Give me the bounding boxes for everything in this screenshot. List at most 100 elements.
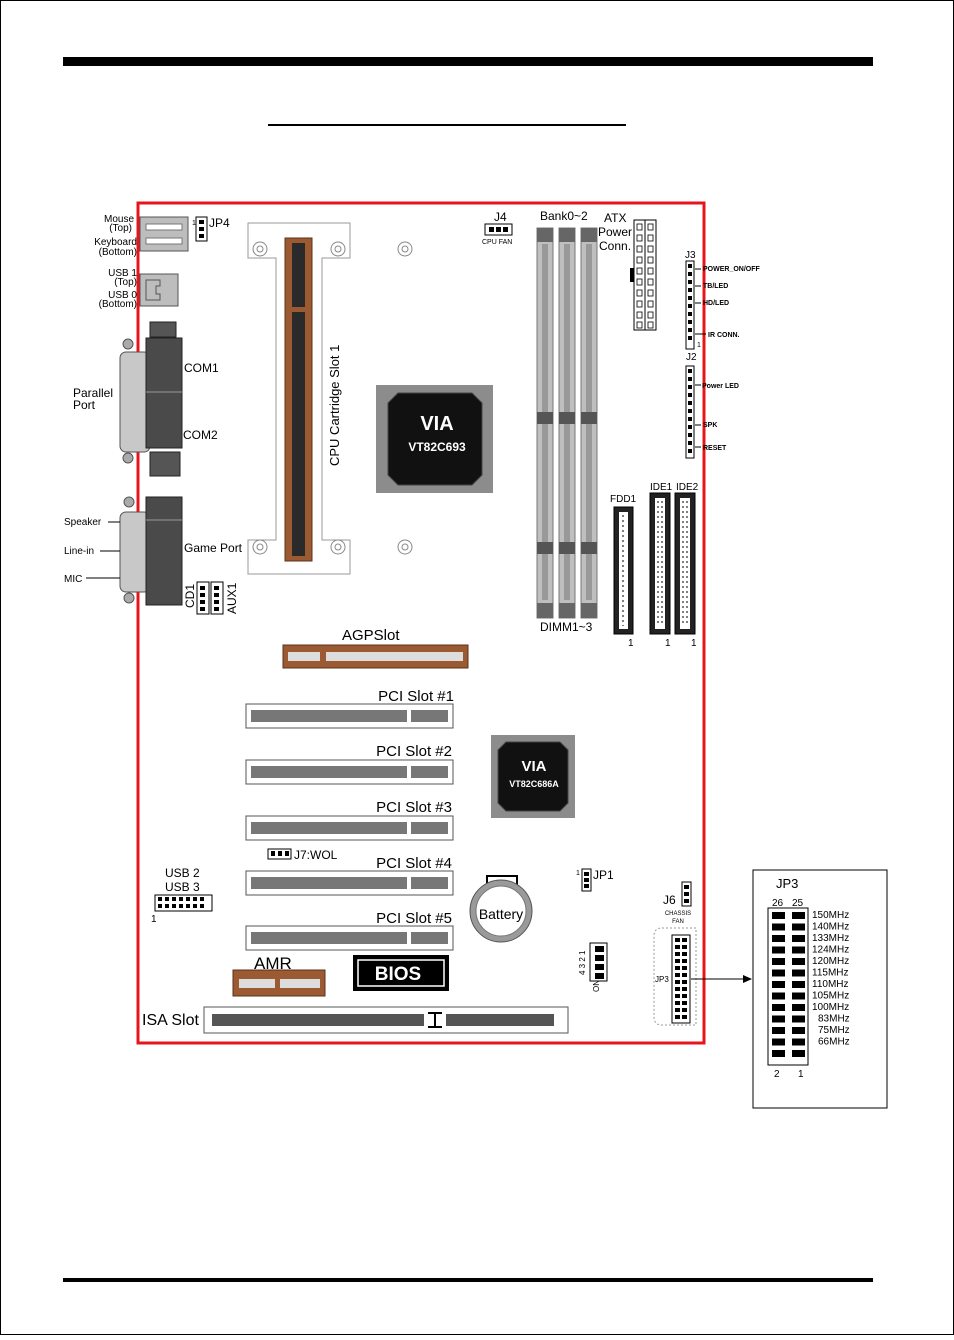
jp3-pin: [772, 1050, 785, 1057]
dip-numbers: 4 3 2 1: [578, 950, 587, 975]
jp3-pin: [792, 1015, 805, 1023]
aux1-label: AUX1: [225, 582, 239, 614]
jp3-pin: [792, 935, 805, 942]
footer-rule: [63, 1278, 873, 1282]
cd1-label: CD1: [183, 584, 197, 608]
usb0-label: USB 0: [108, 290, 137, 301]
jp3-pin: [792, 1038, 805, 1046]
ide1-connector: [649, 492, 671, 635]
north-bridge-chip: [376, 385, 493, 493]
atx-label-2: Power: [598, 225, 632, 239]
cpu-fan-label: CPU FAN: [482, 239, 512, 246]
dimm-slots: [536, 227, 598, 619]
jp3-frequency: 66MHz: [818, 1037, 850, 1048]
ide2-label: IDE2: [676, 482, 699, 493]
ide2-pin1: 1: [691, 638, 697, 649]
j3-tb-led: TB/LED: [703, 283, 728, 290]
jp3-frequency: 110MHz: [812, 979, 849, 990]
ide2-connector: [674, 492, 696, 635]
j3-header: [685, 260, 706, 350]
j3-power-on-off: POWER_ON/OFF: [703, 266, 761, 273]
atx-power-connector: [630, 219, 657, 331]
line-in-label: Line-in: [64, 546, 94, 557]
cd1-aux1-headers: [196, 581, 224, 615]
pci-slot-1: [245, 703, 454, 729]
atx-label-1: ATX: [604, 211, 626, 225]
j4-label: J4: [494, 210, 507, 224]
game-audio-block: [119, 496, 183, 606]
pci-slot-4: [245, 870, 454, 896]
jp3-detail-pins: [772, 912, 805, 1057]
dip-switch: [589, 942, 608, 982]
south-bridge-model: VT82C686A: [509, 779, 559, 789]
bios-label: BIOS: [375, 964, 421, 985]
jp3-frequency: 75MHz: [818, 1025, 850, 1036]
jp3-frequency: 83MHz: [818, 1014, 850, 1025]
usb2-label: USB 2: [165, 866, 200, 880]
jp3-frequency: 105MHz: [812, 991, 849, 1002]
jp3-frequency: 140MHz: [812, 922, 849, 933]
fdd1-pin1: 1: [628, 638, 634, 649]
jp3-frequency: 100MHz: [812, 1002, 849, 1013]
j3-hd-led: HD/LED: [703, 300, 729, 307]
jp3-pin: [792, 1004, 805, 1011]
bios-chip: [353, 955, 449, 991]
parallel-sub-label: Port: [73, 398, 96, 412]
jp3-pin: [772, 1038, 785, 1046]
jp3-pin: [772, 958, 785, 965]
jp3-board-label: JP3: [655, 975, 669, 984]
pci-slot-5: [245, 925, 454, 951]
jp3-board-outline: [653, 927, 697, 1026]
jp3-pin: [772, 946, 785, 954]
isa-slot: [203, 1006, 569, 1034]
agp-label: AGPSlot: [342, 627, 400, 644]
usb3-label: USB 3: [165, 880, 200, 894]
j2-reset: RESET: [703, 445, 727, 452]
usb1-label: USB 1: [108, 268, 137, 279]
pci-slot-4-label: PCI Slot #4: [376, 855, 452, 872]
jp3-pin-1: 1: [798, 1069, 804, 1080]
jp3-pin-2: 2: [774, 1069, 780, 1080]
j2-spk: SPK: [703, 422, 717, 429]
pci-slot-5-label: PCI Slot #5: [376, 910, 452, 927]
jp3-pin: [792, 981, 805, 988]
keyboard-sub-label: (Bottom): [99, 247, 137, 258]
dimm-label: DIMM1~3: [540, 620, 593, 634]
usb23-header: [154, 894, 213, 912]
south-bridge-chip: [491, 735, 575, 818]
usb23-pin1: 1: [151, 914, 157, 925]
parallel-label: Parallel: [73, 386, 113, 400]
jp3-pin: [792, 923, 805, 931]
j3-pin1: 1: [697, 342, 701, 349]
ide1-label: IDE1: [650, 482, 673, 493]
jp4-pin-label: 1: [192, 220, 196, 227]
jp3-pin: [772, 1004, 785, 1011]
chassis-fan-label-2: FAN: [672, 919, 684, 925]
usb0-sub-label: (Bottom): [99, 299, 137, 310]
jp3-pin: [772, 981, 785, 988]
board-outline: [136, 201, 706, 1045]
pci-slot-2-label: PCI Slot #2: [376, 743, 452, 760]
speaker-label: Speaker: [64, 517, 102, 528]
jp3-frequency: 120MHz: [812, 956, 849, 967]
j2-power-led: Power LED: [702, 383, 739, 390]
jp3-pin-25: 25: [792, 898, 804, 909]
amr-label: AMR: [254, 954, 292, 973]
fdd1-label: FDD1: [610, 494, 637, 505]
com2-label: COM2: [183, 428, 218, 442]
chassis-fan-label-1: CHASSIS: [665, 911, 691, 917]
agp-slot: [282, 644, 469, 669]
atx-label-3: Conn.: [599, 239, 631, 253]
jp3-pin: [792, 992, 805, 1000]
jp3-frequency: 124MHz: [812, 945, 849, 956]
cpu-slot-label: CPU Cartridge Slot 1: [327, 345, 342, 466]
parallel-com-block: [119, 321, 183, 477]
north-bridge-model: VT82C693: [408, 440, 466, 454]
jp3-callout-arrow: [743, 975, 752, 983]
jp3-pin: [792, 946, 805, 954]
jp3-pin: [772, 912, 785, 919]
jp3-pin: [792, 1027, 805, 1034]
battery: [469, 875, 533, 943]
isa-label: ISA Slot: [142, 1012, 199, 1029]
j3-ir-conn: IR CONN.: [708, 332, 740, 339]
